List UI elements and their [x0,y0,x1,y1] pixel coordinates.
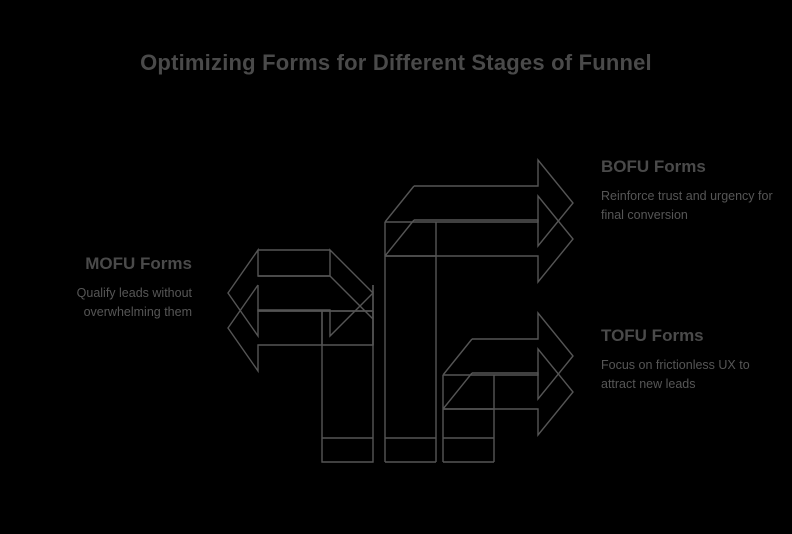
tofu-column [443,437,494,463]
bofu-arrow-shape [384,158,574,462]
mofu-arrow-shape [227,247,374,374]
bofu-heading: BOFU Forms [601,157,706,176]
mofu-column [321,311,374,463]
mofu-description: Qualify leads without overwhelming them [76,286,192,319]
tofu-description: Focus on frictionless UX to attract new … [601,358,750,391]
stage-label-bofu: BOFU Forms Reinforce trust and urgency f… [601,156,781,225]
stage-label-tofu: TOFU Forms Focus on frictionless UX to a… [601,325,781,394]
mofu-heading: MOFU Forms [85,254,192,273]
bofu-column [385,437,436,463]
bofu-description: Reinforce trust and urgency for final co… [601,189,773,222]
page-title: Optimizing Forms for Different Stages of… [140,50,652,75]
stage-label-mofu: MOFU Forms Qualify leads without overwhe… [12,253,192,322]
tofu-heading: TOFU Forms [601,326,704,345]
tofu-arrow-shape [442,311,574,462]
